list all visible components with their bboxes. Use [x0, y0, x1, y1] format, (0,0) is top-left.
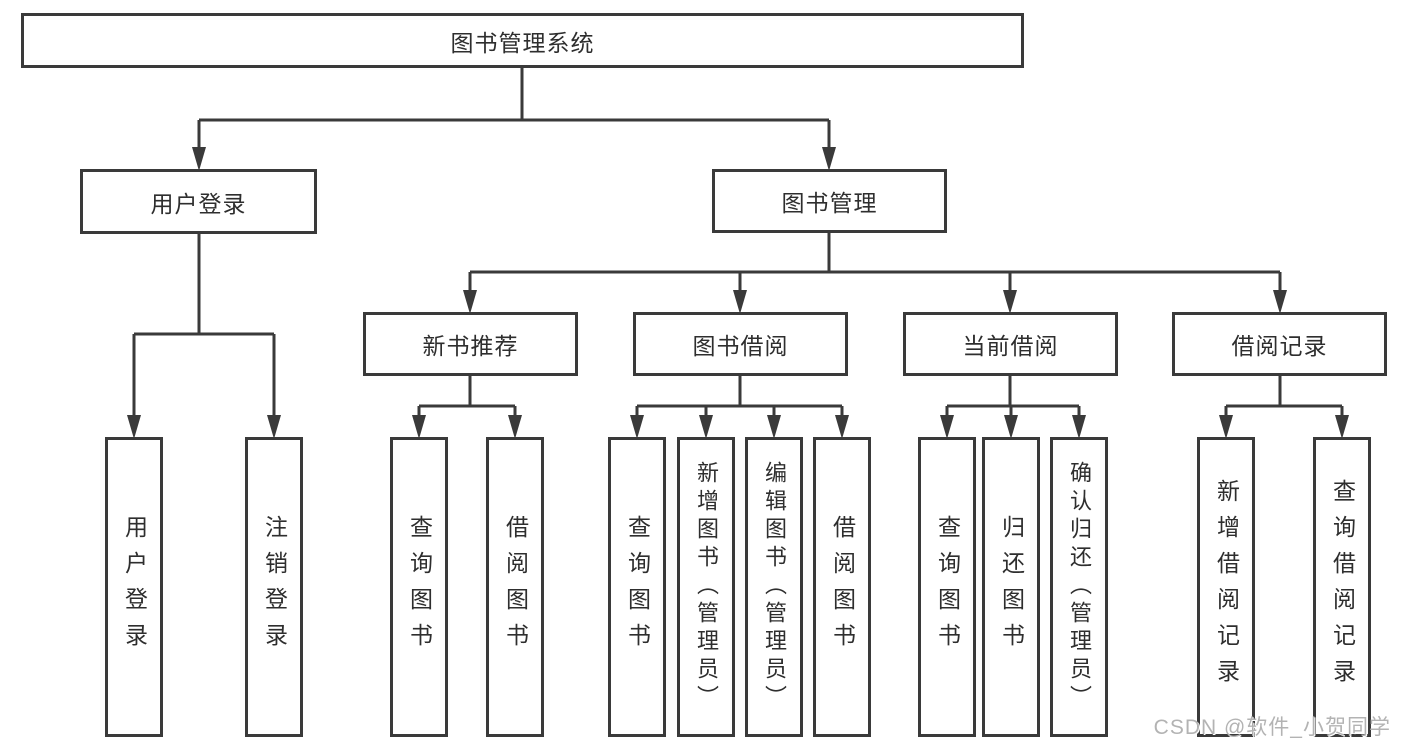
connector-records-to-children [1219, 376, 1349, 439]
arrowhead-icon [835, 415, 849, 439]
connector-borrow-to-children [630, 376, 849, 439]
arrowhead-icon [1273, 290, 1287, 314]
leaf-records-add-record: 新增借阅记录 [1197, 437, 1255, 737]
leaf-label: 借阅图书 [502, 515, 529, 659]
node-new-book-recommend: 新书推荐 [363, 312, 578, 376]
node-root: 图书管理系统 [21, 13, 1024, 68]
connector-current-to-children [940, 376, 1086, 439]
arrowhead-icon [699, 415, 713, 439]
leaf-borrow-query-books: 查询图书 [608, 437, 666, 737]
leaf-newbook-borrow-books: 借阅图书 [486, 437, 544, 737]
leaf-label: 确认归还（管理员） [1067, 461, 1092, 713]
leaf-current-query-books: 查询图书 [918, 437, 976, 737]
leaf-label: 借阅图书 [829, 515, 856, 659]
arrowhead-icon [463, 290, 477, 314]
leaf-logout: 注销登录 [245, 437, 303, 737]
arrowhead-icon [508, 415, 522, 439]
leaf-label: 查询图书 [934, 515, 961, 659]
node-current-borrow: 当前借阅 [903, 312, 1118, 376]
arrowhead-icon [127, 415, 141, 439]
arrowhead-icon [1335, 415, 1349, 439]
arrowhead-icon [1219, 415, 1233, 439]
arrowhead-icon [767, 415, 781, 439]
arrowhead-icon [1072, 415, 1086, 439]
leaf-records-query-record: 查询借阅记录 [1313, 437, 1371, 737]
leaf-label: 查询图书 [406, 515, 433, 659]
arrowhead-icon [1004, 415, 1018, 439]
leaf-label: 查询图书 [624, 515, 651, 659]
leaf-newbook-query-books: 查询图书 [390, 437, 448, 737]
leaf-current-confirm-return-admin: 确认归还（管理员） [1050, 437, 1108, 737]
node-book-mgmt: 图书管理 [712, 169, 947, 233]
leaf-borrow-borrow-books: 借阅图书 [813, 437, 871, 737]
node-borrow-records: 借阅记录 [1172, 312, 1387, 376]
arrowhead-icon [822, 147, 836, 171]
arrowhead-icon [192, 147, 206, 171]
connector-user-to-children [127, 234, 281, 439]
node-book-borrow: 图书借阅 [633, 312, 848, 376]
leaf-label: 新增图书（管理员） [694, 461, 719, 713]
leaf-label: 查询借阅记录 [1329, 479, 1356, 695]
leaf-borrow-edit-books-admin: 编辑图书（管理员） [745, 437, 803, 737]
leaf-current-return-books: 归还图书 [982, 437, 1040, 737]
arrowhead-icon [630, 415, 644, 439]
arrowhead-icon [940, 415, 954, 439]
arrowhead-icon [733, 290, 747, 314]
arrowhead-icon [1003, 290, 1017, 314]
connector-mgmt-to-level3 [463, 233, 1287, 314]
leaf-borrow-add-books-admin: 新增图书（管理员） [677, 437, 735, 737]
connector-root-to-level2 [192, 68, 836, 171]
leaf-label: 注销登录 [261, 515, 288, 659]
watermark: CSDN @软件_小贺同学 [1153, 716, 1391, 739]
leaf-user-login: 用户登录 [105, 437, 163, 737]
arrowhead-icon [267, 415, 281, 439]
leaf-label: 归还图书 [998, 515, 1025, 659]
leaf-label: 用户登录 [121, 515, 148, 659]
leaf-label: 新增借阅记录 [1213, 479, 1240, 695]
arrowhead-icon [412, 415, 426, 439]
node-user-login: 用户登录 [80, 169, 317, 234]
connector-newbook-to-children [412, 376, 522, 439]
leaf-label: 编辑图书（管理员） [762, 461, 787, 713]
